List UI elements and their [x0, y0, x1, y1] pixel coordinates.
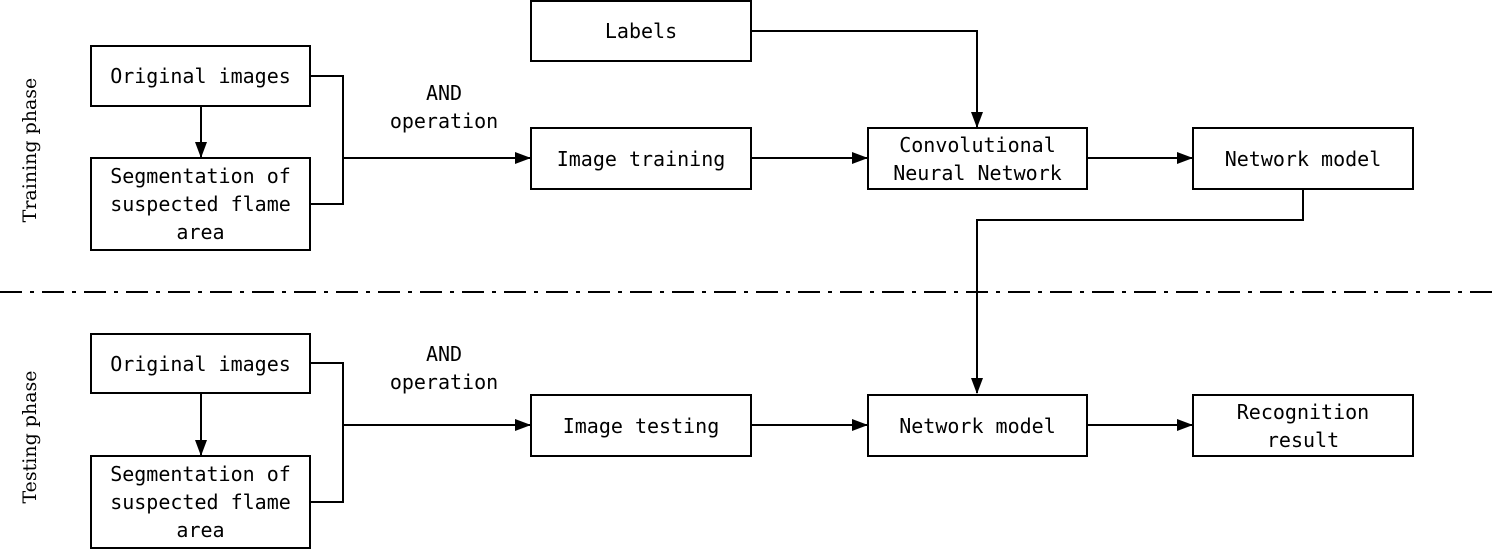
trained-model-to-testing-model-arrow [971, 190, 1304, 394]
testing-phase-label: Testing phase [19, 370, 41, 504]
train-network-model-box: Network model [1192, 127, 1414, 190]
labels-box: Labels [530, 0, 752, 62]
train-and-operation-label: AND operation [389, 81, 499, 133]
training-phase-label: Training phase [19, 77, 41, 223]
labels-to-cnn-arrow [752, 30, 983, 128]
test-and-merge-bracket [311, 362, 344, 503]
recognition-result-box: Recognition result [1192, 394, 1414, 457]
image-testing-box: Image testing [530, 394, 752, 457]
test-segmentation-box: Segmentation of suspected flame area [90, 455, 311, 549]
test-network-model-box: Network model [867, 394, 1088, 457]
train-original-images-box: Original images [90, 45, 311, 107]
train-segmentation-box: Segmentation of suspected flame area [90, 157, 311, 251]
test-and-operation-label: AND operation [389, 342, 499, 394]
train-and-merge-bracket [311, 75, 344, 205]
test-original-images-box: Original images [90, 333, 311, 394]
image-training-box: Image training [530, 127, 752, 190]
cnn-box: Convolutional Neural Network [867, 127, 1088, 190]
